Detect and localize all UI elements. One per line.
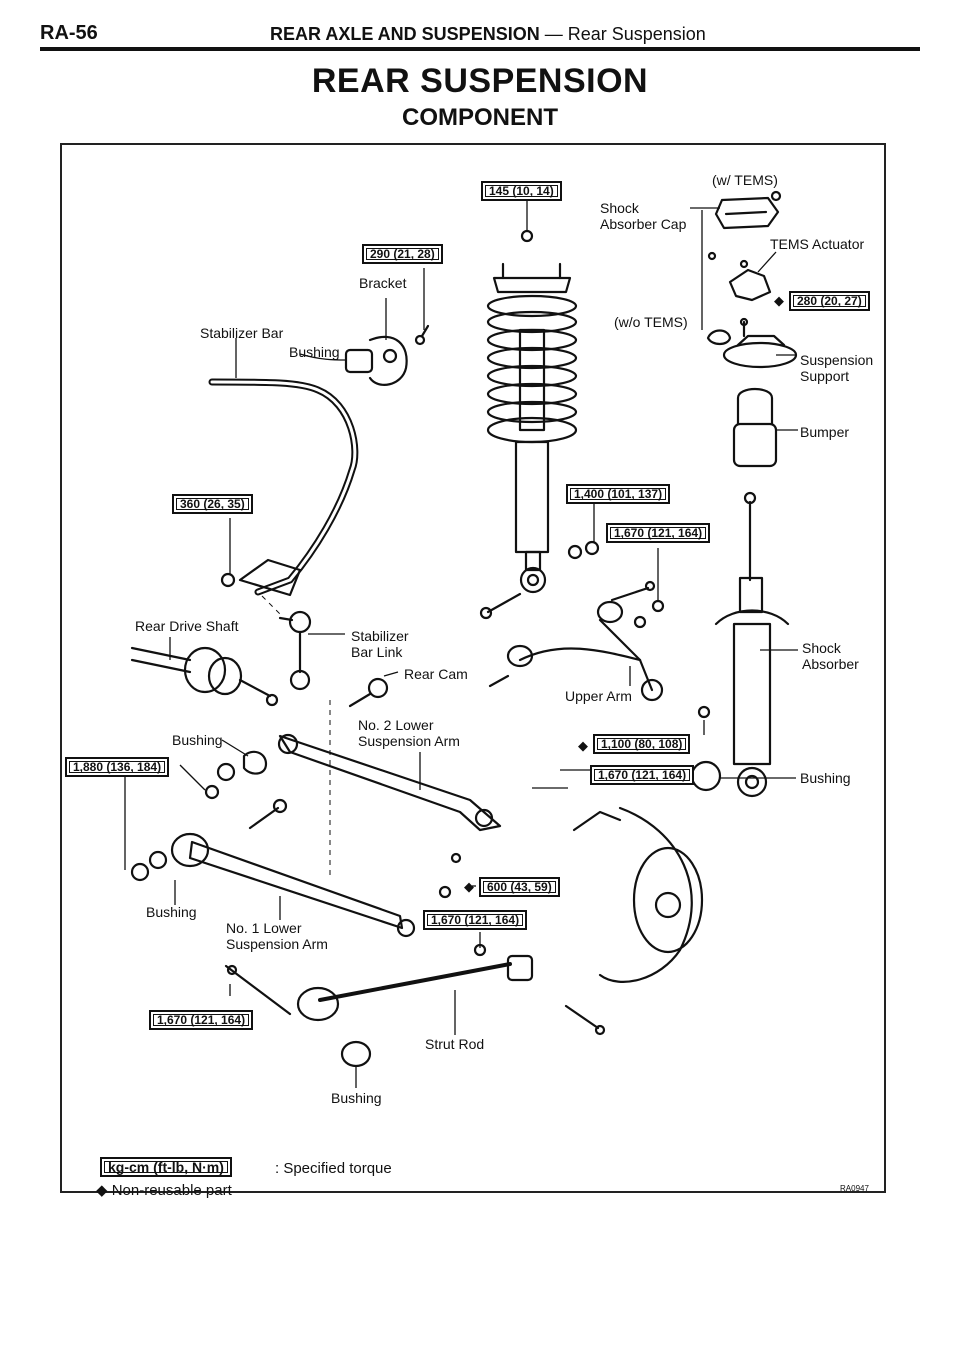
label-no1-lower-arm-1: No. 1 Lower [226, 920, 302, 936]
torque-600: 600 (43, 59) [479, 877, 560, 897]
label-tems-actuator: TEMS Actuator [770, 236, 865, 252]
label-upper-arm: Upper Arm [565, 688, 632, 704]
section-title: REAR AXLE AND SUSPENSION [270, 24, 540, 44]
torque-360: 360 (26, 35) [172, 494, 253, 514]
label-no2-lower-arm-2: Suspension Arm [358, 733, 460, 749]
axle-hub-drawing [572, 806, 704, 983]
label-suspension-support-1: Suspension [800, 352, 874, 368]
shock-absorber-drawing [690, 491, 790, 798]
running-head: REAR AXLE AND SUSPENSION — Rear Suspensi… [270, 24, 706, 45]
label-bushing-shock: Bushing [800, 770, 851, 786]
label-bushing-no2-arm: Bushing [172, 732, 223, 748]
label-bracket: Bracket [359, 275, 407, 291]
label-bushing-no1-arm: Bushing [146, 904, 197, 920]
label-stabilizer-bar-link-1: Stabilizer [351, 628, 409, 644]
torque-280: 280 (20, 27) [789, 291, 870, 311]
torque-145: 145 (10, 14) [481, 181, 562, 201]
label-shock-absorber-1: Shock [802, 640, 841, 656]
diagram-frame [60, 143, 886, 1193]
stabilizer-bar-drawing [208, 378, 359, 597]
legend-torque-description: : Specified torque [275, 1160, 392, 1177]
label-rear-drive-shaft: Rear Drive Shaft [135, 618, 239, 634]
torque-1100: 1,100 (80, 108) [593, 734, 691, 754]
rear-cam-drawing [348, 677, 389, 708]
torque-1400: 1,400 (101, 137) [566, 484, 671, 504]
label-shock-absorber-cap-2: Absorber Cap [600, 216, 687, 232]
torque-1670-strut-rod: 1,670 (121, 164) [149, 1010, 254, 1030]
label-stabilizer-bar: Stabilizer Bar [200, 325, 284, 341]
header-rule [40, 47, 920, 51]
stabilizer-bar-link-drawing [278, 610, 312, 691]
legend-torque-unit: kg-cm (ft-lb, N·m) [100, 1157, 232, 1177]
torque-1670-no2-arm: 1,670 (121, 164) [590, 765, 695, 785]
label-bushing-stabilizer: Bushing [289, 344, 340, 360]
nonreusable-mark-1100: ◆ [578, 738, 588, 753]
rear-drive-shaft-drawing [130, 646, 279, 707]
assembly-guides [261, 595, 331, 880]
page-title: REAR SUSPENSION [311, 62, 649, 100]
label-no2-lower-arm-1: No. 2 Lower [358, 717, 434, 733]
torque-1670-no1-arm: 1,670 (121, 164) [423, 910, 528, 930]
strut-rod-drawing [224, 954, 606, 1068]
suspension-support-drawing [722, 317, 798, 369]
page-code: RA-56 [40, 22, 98, 44]
label-stabilizer-bar-link-2: Bar Link [351, 644, 403, 660]
label-bumper: Bumper [800, 424, 850, 440]
label-rear-cam: Rear Cam [404, 666, 468, 682]
nuts-drawing [204, 229, 711, 957]
label-shock-absorber-2: Absorber [802, 656, 859, 672]
label-wo-tems: (w/o TEMS) [614, 314, 688, 330]
page-subtitle: COMPONENT [402, 104, 558, 131]
nonreusable-mark-600: ◆ [464, 879, 474, 894]
label-w-tems: (w/ TEMS) [712, 172, 778, 188]
leader-lines [124, 198, 798, 1088]
figure-id: RA0947 [840, 1184, 869, 1193]
legend-nonreusable-part: ◆ Non-reusable part [96, 1182, 232, 1199]
header-separator: — [539, 24, 568, 44]
torque-1880: 1,880 (136, 184) [65, 757, 170, 777]
torque-1670-upper: 1,670 (121, 164) [606, 523, 711, 543]
shock-cap-drawing [706, 190, 782, 346]
label-suspension-support-2: Support [800, 368, 850, 384]
coil-spring-shock-drawing [479, 262, 578, 620]
bracket-drawing [344, 324, 430, 386]
no1-lower-arm-drawing [130, 798, 416, 938]
subsection-title: Rear Suspension [567, 24, 706, 44]
torque-290: 290 (21, 28) [362, 244, 443, 264]
label-shock-absorber-cap-1: Shock [600, 200, 639, 216]
nonreusable-mark-280: ◆ [774, 293, 784, 308]
bumper-drawing [732, 387, 778, 468]
upper-arm-drawing [488, 580, 664, 702]
label-strut-rod: Strut Rod [425, 1036, 485, 1052]
label-bushing-strut: Bushing [331, 1090, 382, 1106]
label-no1-lower-arm-2: Suspension Arm [226, 936, 328, 952]
no2-lower-arm-drawing [216, 733, 502, 864]
